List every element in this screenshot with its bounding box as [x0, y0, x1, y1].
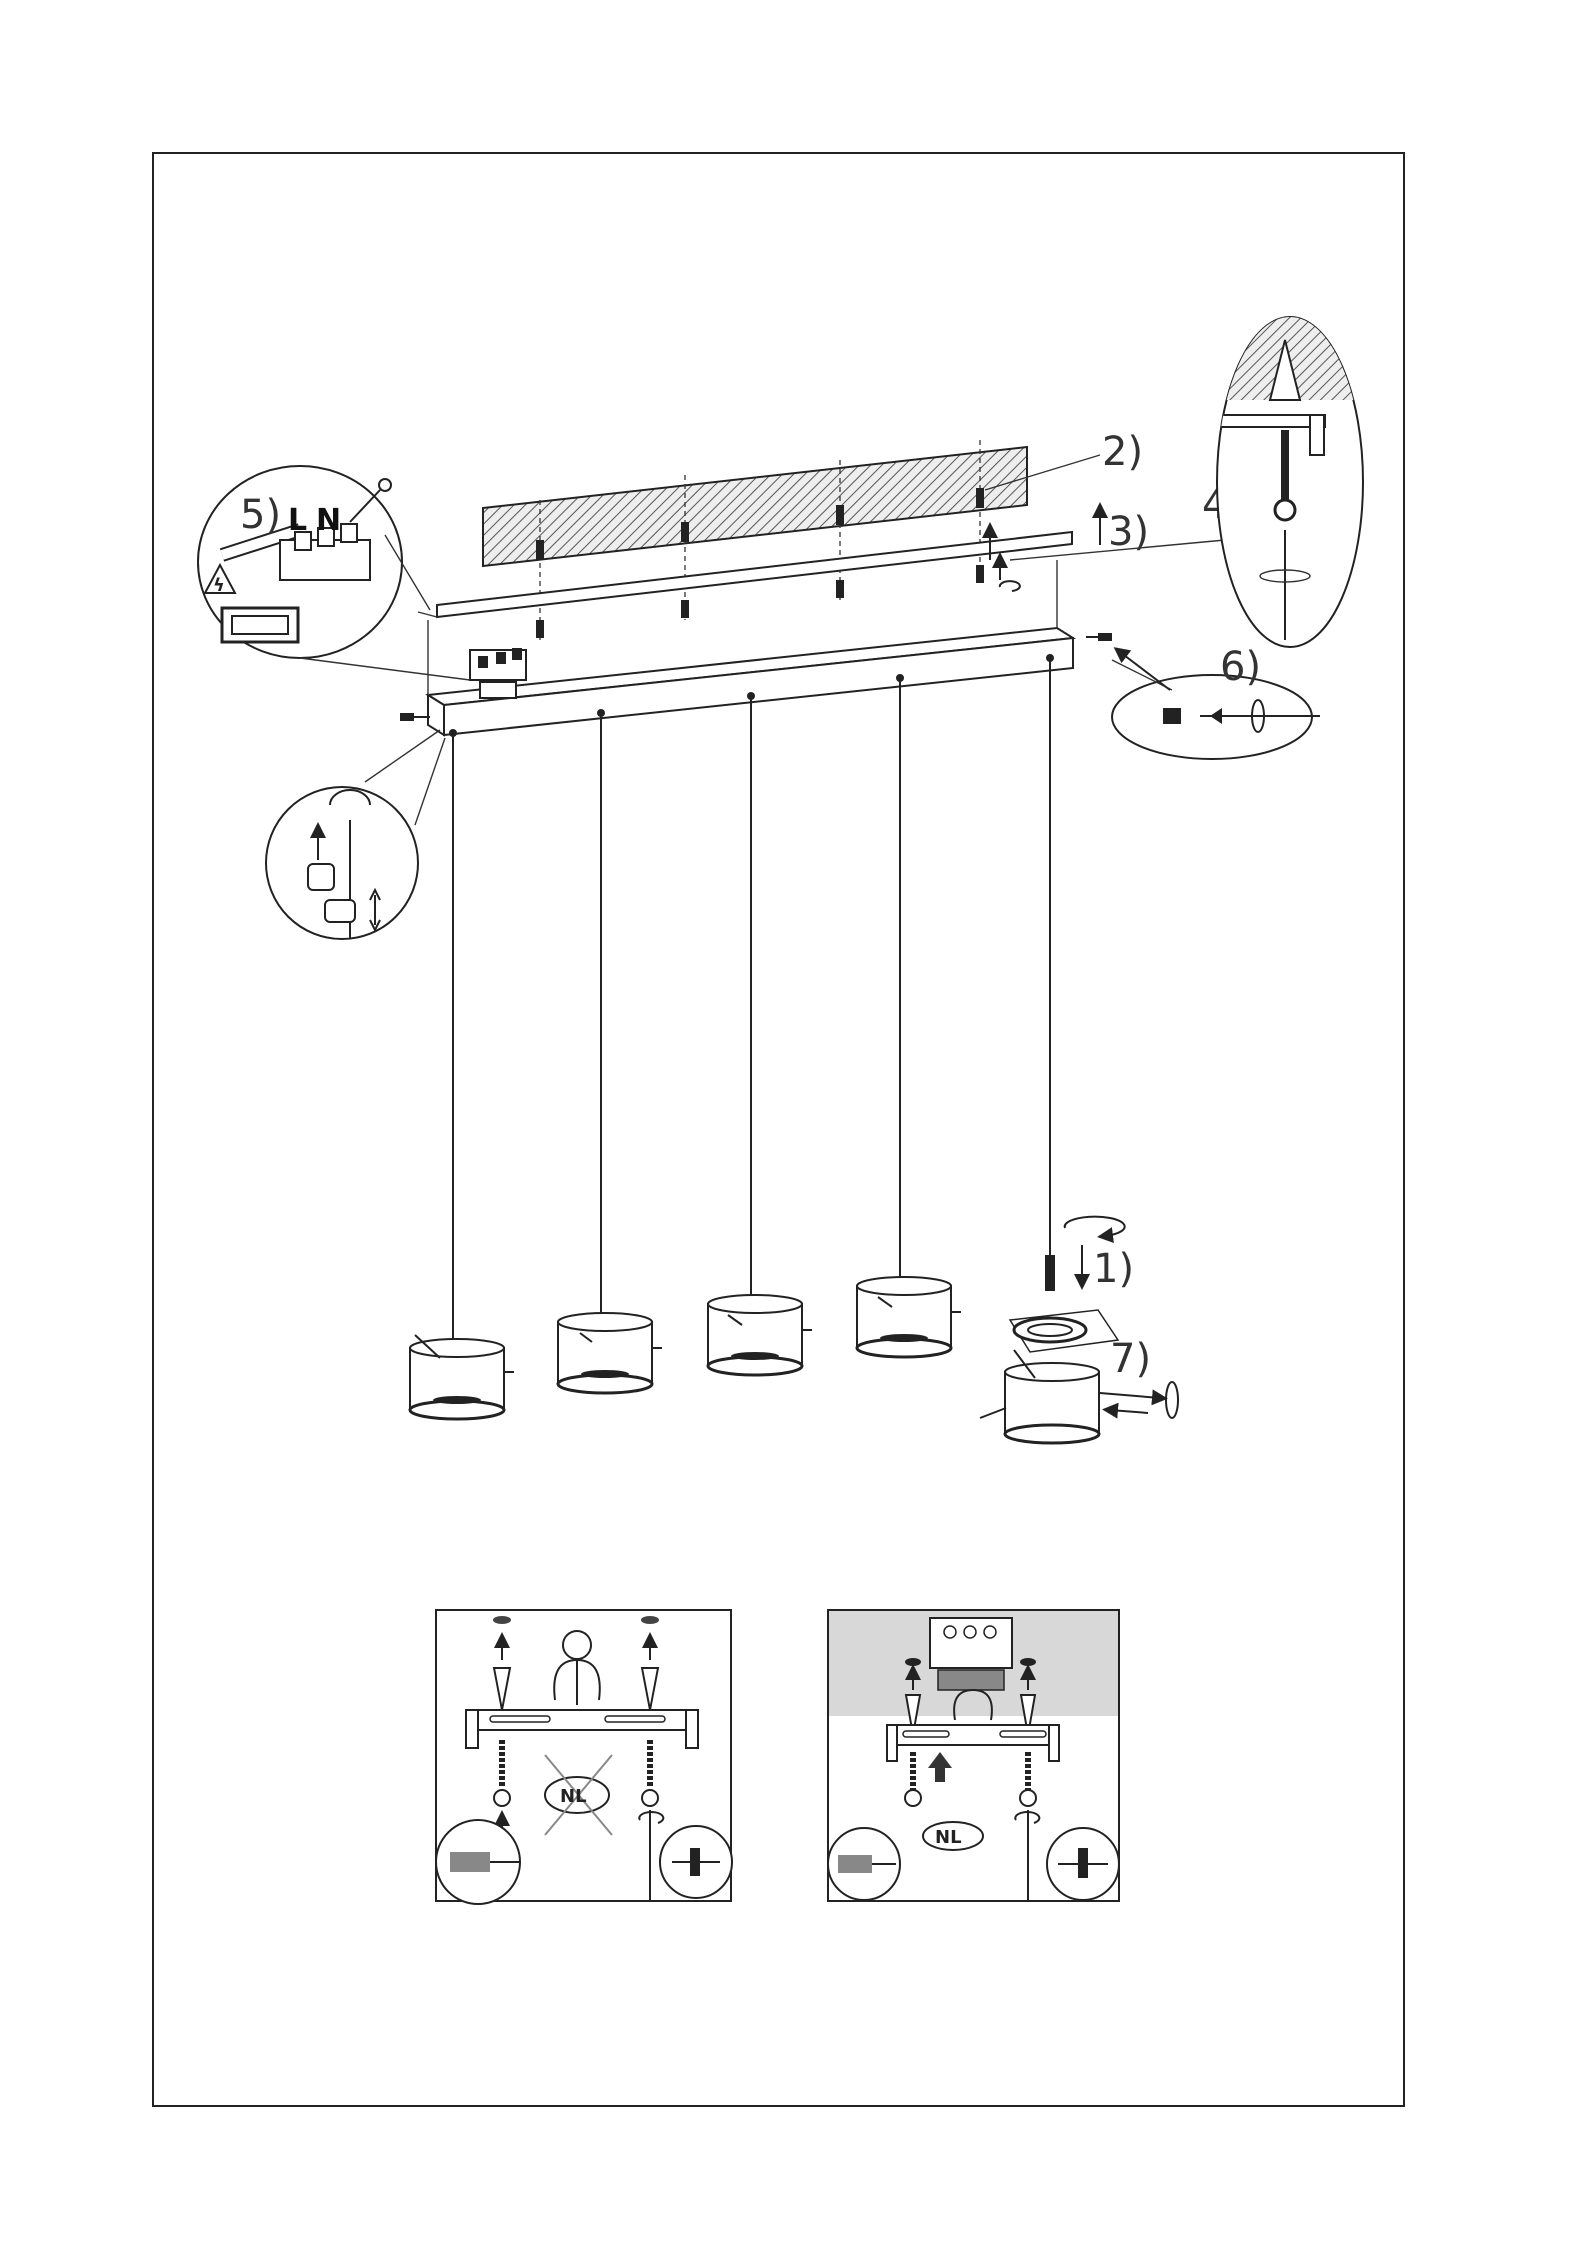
pendant-1: [410, 1335, 514, 1419]
step-2-label: 2): [1102, 429, 1143, 475]
suspension-wires: [449, 654, 1054, 1345]
step-7-arrows: [1100, 1382, 1178, 1418]
pendant-3: [708, 1295, 812, 1375]
detail-bubble-wire-adjust: [266, 730, 445, 939]
step-4-rotate-arrow: [1000, 581, 1020, 591]
step-7-label: 7): [1110, 1336, 1151, 1382]
detail-bubble-side-screw: [1112, 660, 1320, 759]
pendant-2: [558, 1313, 662, 1393]
step-5-label: 5): [240, 492, 281, 538]
step-6-arrow: [1120, 652, 1170, 690]
panel-bracket-ceiling-fixing: [436, 1610, 732, 1904]
svg-text:ϟ: ϟ: [213, 575, 225, 596]
detail-bubble-ceiling-fixing: [1210, 315, 1370, 647]
detail-bubble-wiring: ϟ: [198, 466, 470, 680]
pendant-4: [857, 1277, 961, 1357]
terminal-neutral-label: N: [316, 503, 341, 538]
panel-right-badge: NL: [935, 1827, 962, 1848]
step-6-label: 6): [1220, 644, 1261, 690]
pendant-shades: [410, 1255, 1118, 1443]
panel-left-badge: NL: [560, 1786, 587, 1807]
terminal-live-label: L: [288, 503, 307, 538]
step-1-label: 1): [1093, 1246, 1134, 1292]
panel-bracket-junction-box: [828, 1610, 1119, 1901]
